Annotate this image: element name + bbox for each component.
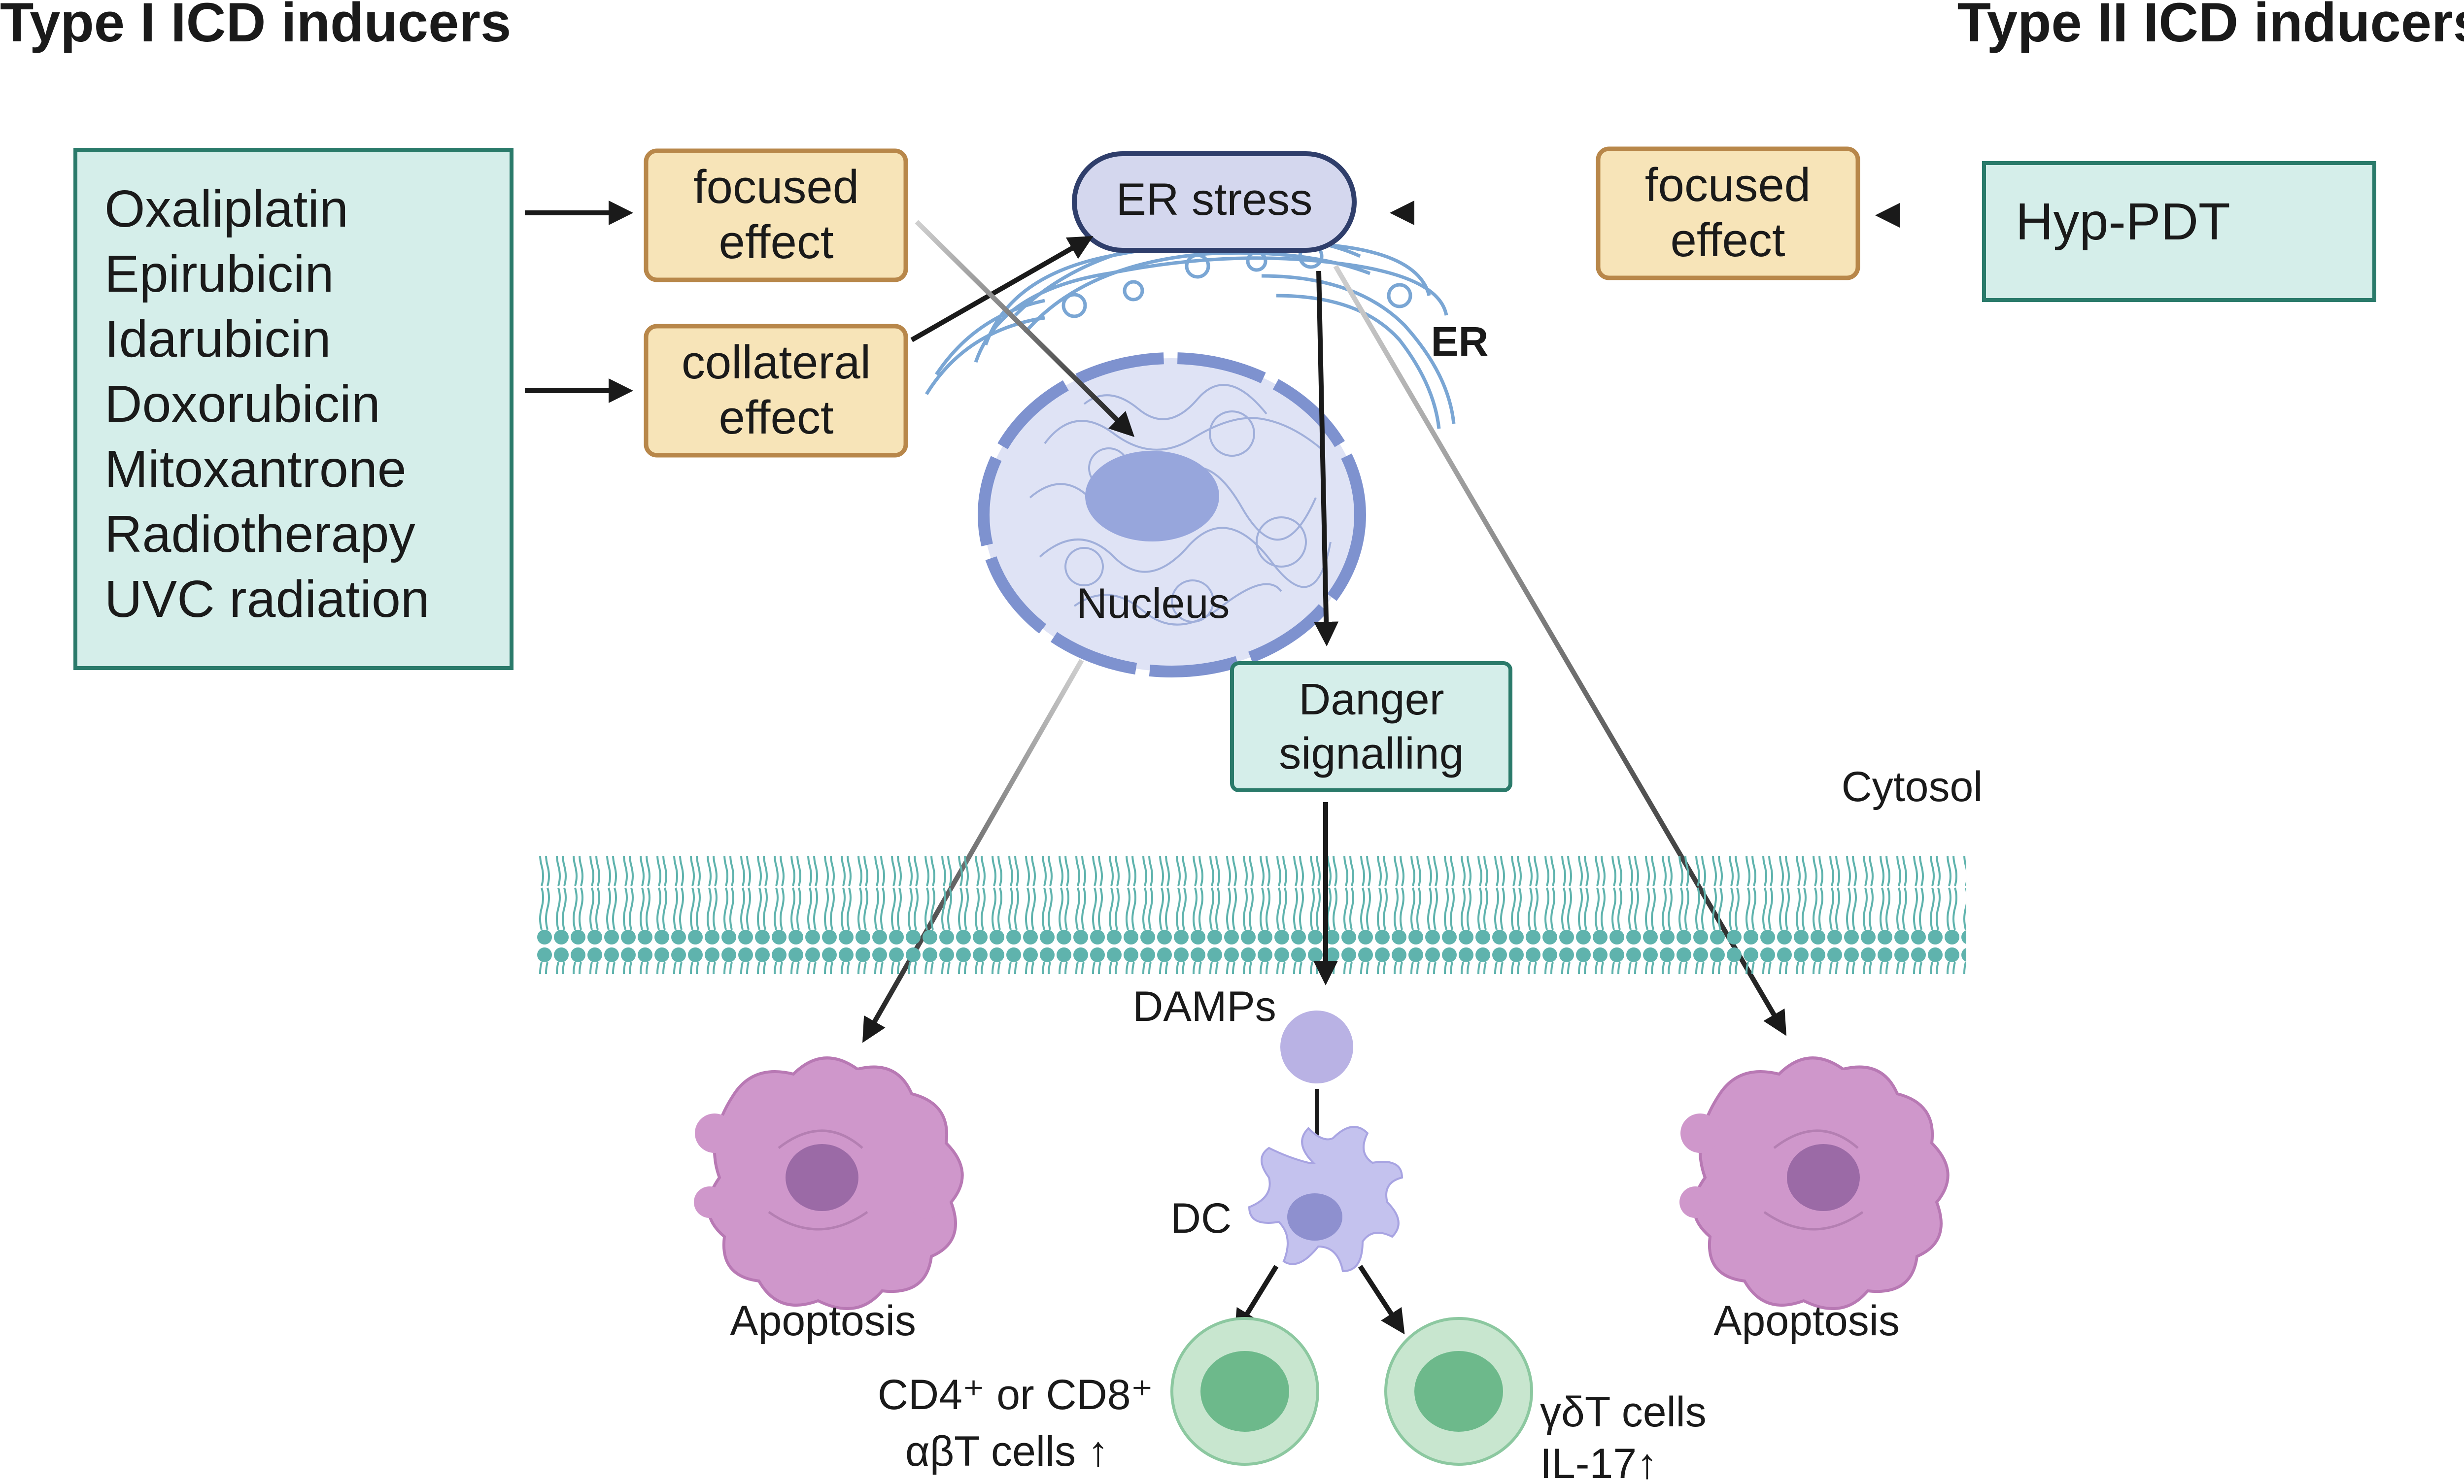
drug-oxaliplatin: Oxaliplatin: [104, 180, 348, 238]
type1-title: Type I ICD inducers: [0, 0, 511, 53]
drug-idarubicin: Idarubicin: [104, 310, 331, 368]
collateral-effect-line1: collateral: [682, 336, 871, 389]
focused-effect-right-line2: effect: [1670, 214, 1785, 267]
damps-label: DAMPs: [1132, 983, 1276, 1030]
danger-line2: signalling: [1279, 729, 1464, 778]
er-stress-box: ER stress: [1072, 151, 1357, 253]
type1-drug-box: Oxaliplatin Epirubicin Idarubicin Doxoru…: [73, 148, 513, 670]
gdt-cells-line1: γδT cells: [1540, 1388, 1707, 1436]
drug-hyp-pdt: Hyp-PDT: [2016, 193, 2230, 251]
drug-doxorubicin: Doxorubicin: [104, 375, 380, 433]
drug-radiotherapy: Radiotherapy: [104, 505, 415, 563]
apoptosis-left-label: Apoptosis: [730, 1297, 916, 1345]
dc-label: DC: [1170, 1195, 1232, 1242]
arrow-collateral-to-er-stress: [910, 236, 1094, 342]
apoptotic-cell-left: [694, 1056, 964, 1310]
gdt-cell: [1384, 1317, 1533, 1466]
nucleus-label: Nucleus: [1077, 580, 1230, 627]
damps-particle: [1280, 1011, 1353, 1083]
danger-signalling-box: Danger signalling: [1230, 661, 1512, 792]
type2-title: Type II ICD inducers: [1957, 0, 2464, 53]
focused-effect-left-line1: focused: [693, 161, 859, 213]
focused-effect-right-box: focused effect: [1596, 146, 1860, 280]
type2-drug-box: Hyp-PDT: [1982, 161, 2376, 302]
er-stress-label: ER stress: [1116, 174, 1313, 225]
danger-line1: Danger: [1299, 675, 1444, 724]
arrow-dc-to-gdt: [1358, 1265, 1405, 1335]
drug-uvc-radiation: UVC radiation: [104, 570, 430, 628]
focused-effect-left-line2: effect: [719, 216, 833, 269]
collateral-effect-box: collateral effect: [644, 324, 908, 458]
apoptotic-cell-right: [1679, 1056, 1950, 1310]
cell-membrane: [536, 856, 1966, 974]
apoptosis-right-label: Apoptosis: [1713, 1297, 1900, 1345]
focused-effect-right-line1: focused: [1645, 159, 1811, 211]
er-label: ER: [1431, 318, 1489, 365]
cytosol-label: Cytosol: [1842, 763, 1983, 810]
drug-epirubicin: Epirubicin: [104, 245, 334, 303]
arrow-nucleus-to-apoptosis-left: [862, 659, 1084, 1043]
drug-mitoxantrone: Mitoxantrone: [104, 440, 407, 498]
arrow-focused-to-nucleus: [915, 220, 1135, 438]
gdt-cells-line2: IL-17↑: [1540, 1440, 1658, 1484]
arrow-er-stress-to-danger: [1314, 270, 1339, 646]
dendritic-cell: [1248, 1126, 1403, 1273]
abt-cells-line2: αβT cells ↑: [905, 1428, 1109, 1475]
collateral-effect-line2: effect: [719, 391, 833, 444]
abt-cells-line1: CD4⁺ or CD8⁺: [878, 1371, 1153, 1418]
focused-effect-left-box: focused effect: [644, 148, 908, 282]
nucleus: [978, 352, 1366, 677]
abt-cell: [1170, 1317, 1319, 1466]
nucleolus: [1085, 451, 1219, 541]
